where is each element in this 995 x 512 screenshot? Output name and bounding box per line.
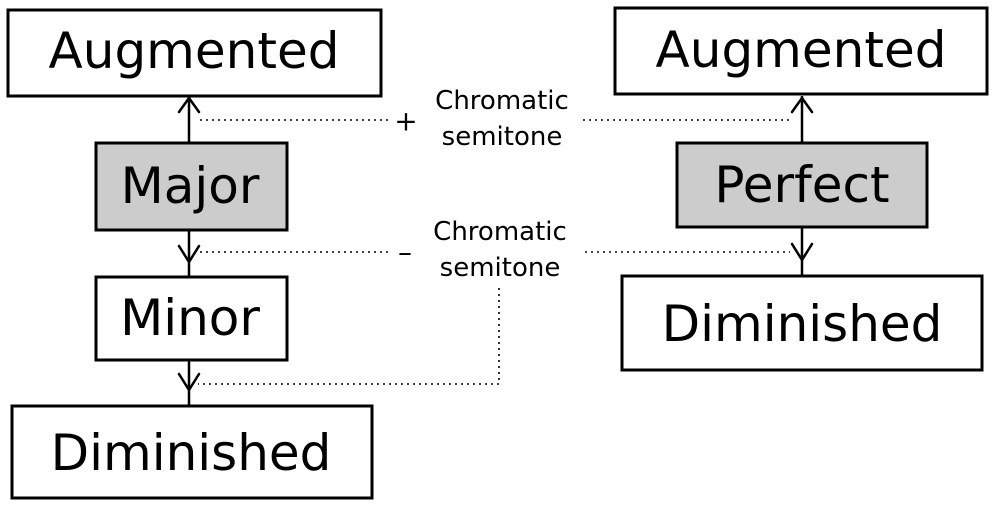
arrow-down-to-minor-icon <box>177 244 201 264</box>
minus-note-line2: semitone <box>440 253 561 283</box>
arrow-down-to-diminished-icon <box>177 372 201 392</box>
plus-note-line2: semitone <box>442 122 563 152</box>
arrow-up-to-augmented-icon <box>177 96 201 114</box>
plus-sign: + <box>394 105 417 138</box>
semitone-links <box>198 119 790 385</box>
plus-note-line1: Chromatic <box>435 86 569 116</box>
left-minor-label: Minor <box>120 289 260 347</box>
left-diminished-box: Diminished <box>10 404 374 500</box>
left-augmented-box: Augmented <box>6 8 383 98</box>
right-perfect-label: Perfect <box>714 156 889 214</box>
right-column: Augmented Perfect Diminished <box>613 6 989 372</box>
arrow-up-to-right-augmented-icon <box>790 96 814 114</box>
minus-note-line1: Chromatic <box>433 217 567 247</box>
minus-semitone-note: – Chromatic semitone <box>398 217 567 283</box>
arrow-down-to-right-diminished-icon <box>790 242 814 262</box>
right-diminished-label: Diminished <box>662 295 943 353</box>
left-column: Augmented Major Minor Diminished <box>6 8 383 500</box>
left-major-label: Major <box>121 157 260 215</box>
left-major-box: Major <box>94 141 289 232</box>
right-diminished-box: Diminished <box>620 274 984 372</box>
left-minor-box: Minor <box>94 275 289 362</box>
right-perfect-box: Perfect <box>675 141 929 229</box>
left-augmented-label: Augmented <box>49 22 340 80</box>
minus-sign: – <box>398 236 412 269</box>
right-augmented-label: Augmented <box>656 21 947 79</box>
plus-semitone-note: + Chromatic semitone <box>394 86 569 152</box>
left-diminished-label: Diminished <box>51 424 332 482</box>
dotted-link-minor-diminished <box>198 288 500 385</box>
right-augmented-box: Augmented <box>613 6 989 96</box>
